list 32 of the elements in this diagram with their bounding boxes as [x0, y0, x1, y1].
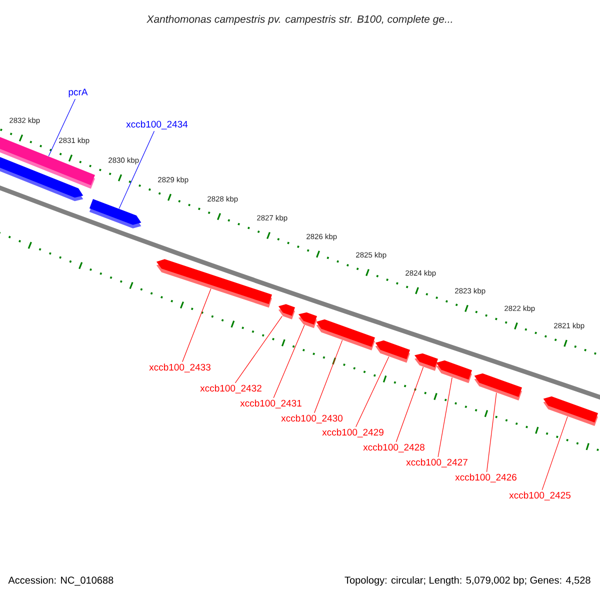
title: Xanthomonas campestris pv. campestris str. B100, complete ge... [146, 15, 452, 25]
leader-line [118, 130, 155, 209]
genome-info-text: Topology: circular; Length: 5,079,002 bp; Genes: 4,528 [344, 576, 590, 586]
gene-feature [278, 304, 295, 320]
gene-label: xccb100_2434 [126, 120, 188, 130]
leader-line [356, 356, 390, 428]
gene-feature [298, 312, 317, 328]
gene-feature [89, 199, 142, 228]
gene-label: xccb100_2425 [509, 492, 570, 500]
leader-line [486, 392, 497, 472]
gene-label: xccb100_2427 [406, 458, 468, 468]
gene-feature [436, 360, 472, 384]
gene-label: xccb100_2431 [240, 400, 302, 408]
gene-feature [0, 155, 84, 202]
gene-feature [414, 353, 438, 371]
leader-line [314, 340, 343, 414]
gene-feature [474, 373, 522, 400]
leader-line [182, 288, 212, 362]
gene-feature [375, 340, 410, 363]
gene-label: pcrA [68, 88, 88, 98]
gene-label: xccb100_2429 [322, 428, 384, 438]
gene-label: xccb100_2432 [200, 384, 262, 394]
gene-label: xccb100_2430 [281, 414, 343, 424]
gene-label: xccb100_2433 [149, 364, 210, 372]
leader-line [542, 416, 568, 490]
gene-feature [316, 319, 375, 350]
gene-feature [156, 259, 272, 308]
accession-text: Accession: NC_010688 [8, 576, 114, 586]
gene-label: xccb100_2428 [363, 444, 424, 452]
leader-line [48, 98, 76, 156]
gene-label: xccb100_2426 [455, 474, 516, 482]
gene-feature [543, 396, 598, 426]
